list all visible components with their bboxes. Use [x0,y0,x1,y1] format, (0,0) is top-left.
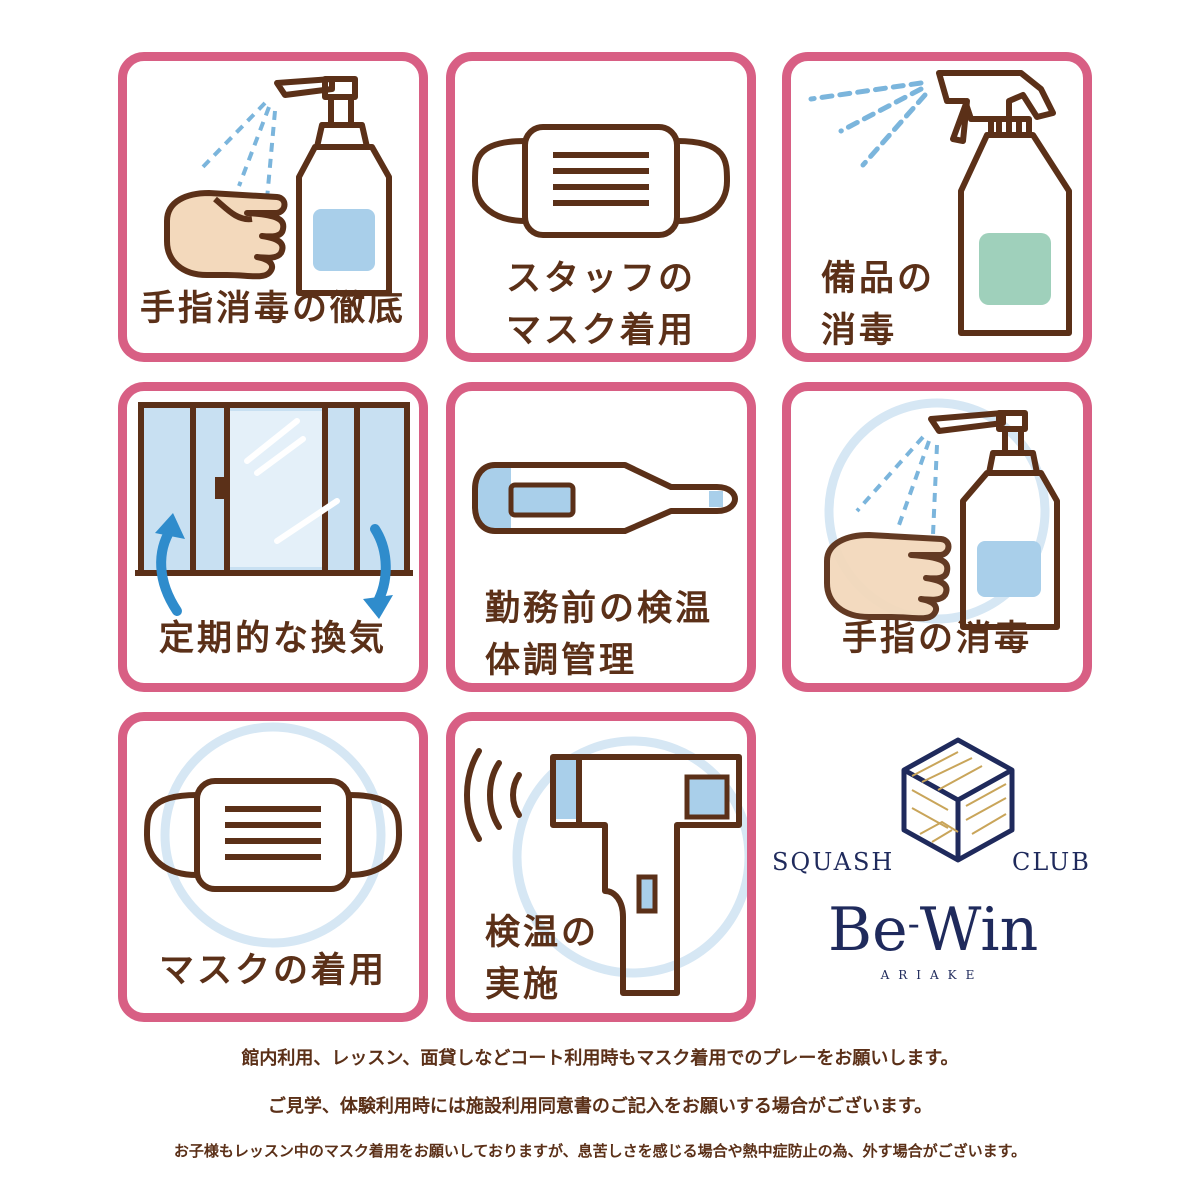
card-equipment-disinfect: 備品の 消毒 [782,52,1092,362]
label-line: 体調管理 [485,641,638,681]
card-wear-mask: マスクの着用 [118,712,428,1022]
label-line: 実施 [485,965,562,1005]
label-line: 備品の [821,259,936,299]
label-line: スタッフの [505,259,696,299]
card-label: 備品の 消毒 [791,253,1083,353]
card-label: マスクの着用 [127,945,419,997]
card-temperature-health: 勤務前の検温 体調管理 [446,382,756,692]
logo-squash: SQUASH [772,848,895,876]
logo-club: CLUB [1012,848,1091,876]
card-label: 手指消毒の徹底 [127,283,419,335]
card-hand-sanitize-thorough: 手指消毒の徹底 [118,52,428,362]
label-line: 手指消毒の徹底 [139,289,406,329]
card-label: スタッフの マスク着用 [455,253,747,353]
window-ventilation-icon [135,402,413,619]
notice-mask-play: 館内利用、レッスン、面貸しなどコート利用時もマスク着用でのプレーをお願いします。 [241,1048,959,1069]
card-hand-disinfect: 手指の消毒 [782,382,1092,692]
thermometer-icon [472,462,738,534]
card-label: 手指の消毒 [791,613,1083,665]
label-line: 勤務前の検温 [485,589,714,629]
face-mask-icon [472,124,730,238]
card-temperature-check: 検温の 実施 [446,712,756,1022]
logo-brand-be: Be [828,895,908,965]
card-ventilation: 定期的な換気 [118,382,428,692]
pump-bottle-hand-icon [164,76,392,296]
cube-logo-icon [901,737,1015,863]
card-staff-mask: スタッフの マスク着用 [446,52,756,362]
label-line: マスク着用 [505,311,696,351]
label-line: 手指の消毒 [841,619,1032,659]
pump-bottle-hand-icon [824,398,1060,630]
face-mask-icon [144,722,402,948]
logo-brand-win: Win [919,895,1039,965]
logo-brand: Be-Win [828,890,1038,965]
logo-location: ARIAKE [880,968,984,982]
infrared-thermometer-icon [464,736,747,996]
card-label: 勤務前の検温 体調管理 [455,583,747,683]
label-line: 定期的な換気 [158,619,387,659]
label-line: マスクの着用 [158,951,387,991]
club-logo: SQUASH CLUB Be-Win ARIAKE [762,730,1102,1010]
label-line: 消毒 [821,311,898,351]
label-line: 検温の [485,913,600,953]
logo-brand-dash: - [907,904,920,945]
notice-children-mask: お子様もレッスン中のマスク着用をお願いしておりますが、息苦しさを感じる場合や熱中… [173,1142,1027,1160]
spray-bottle-icon [808,70,1072,336]
notice-consent-form: ご見学、体験利用時には施設利用同意書のご記入をお願いする場合がございます。 [267,1096,933,1117]
card-label: 定期的な換気 [127,613,419,665]
card-label: 検温の 実施 [455,907,747,1011]
